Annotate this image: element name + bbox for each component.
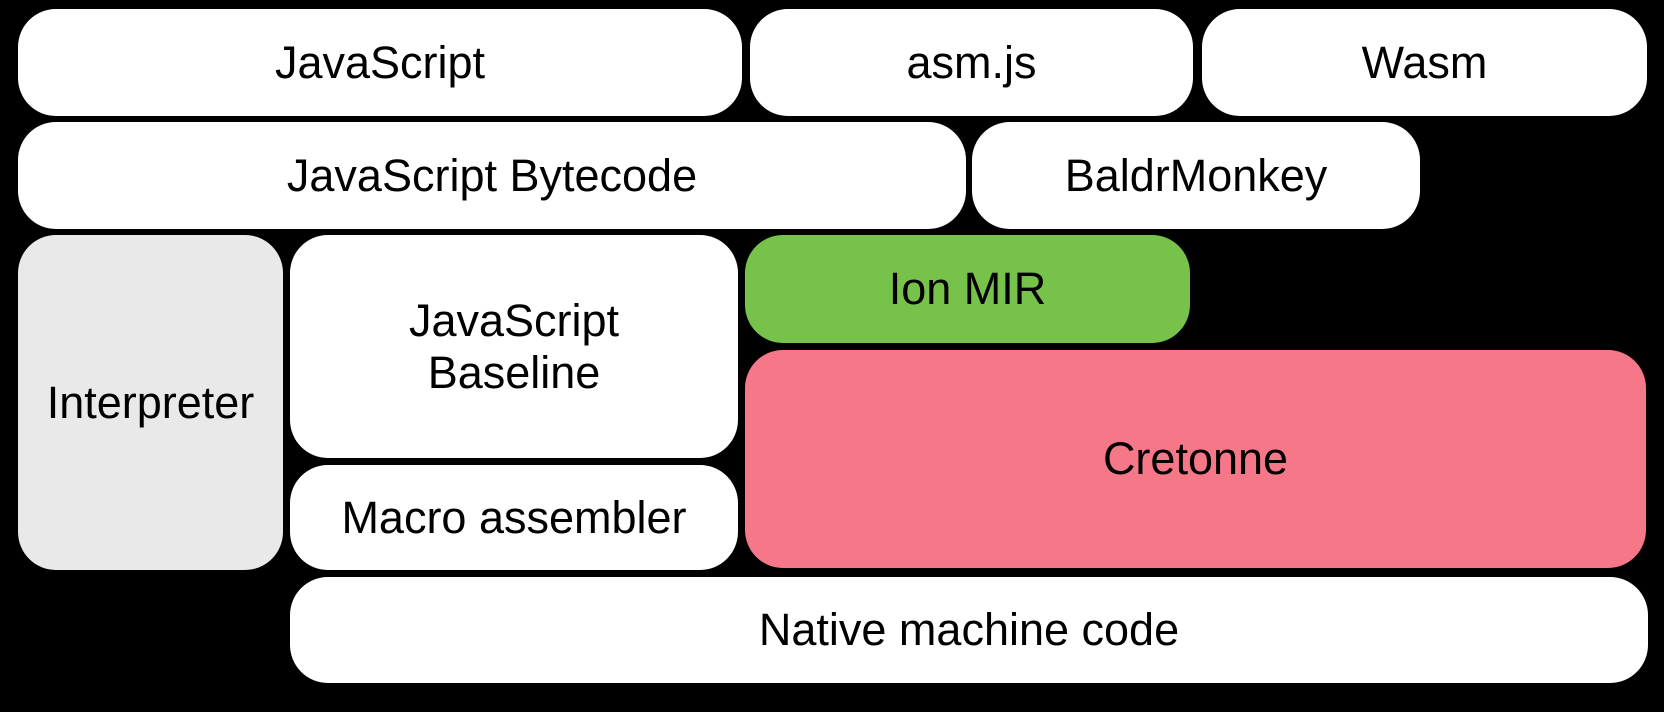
block-label-asm-js: asm.js	[906, 36, 1037, 88]
block-label-cretonne: Cretonne	[1102, 433, 1289, 485]
block-javascript-bytecode: JavaScript Bytecode	[18, 122, 966, 229]
block-ion-mir: Ion MIR	[745, 235, 1190, 343]
block-label-native-machine-code: Native machine code	[758, 604, 1180, 656]
block-label-javascript-baseline: JavaScript Baseline	[408, 294, 620, 398]
block-label-wasm: Wasm	[1361, 36, 1488, 88]
block-native-machine-code: Native machine code	[290, 577, 1648, 683]
block-javascript: JavaScript	[18, 9, 742, 116]
block-cretonne: Cretonne	[745, 350, 1646, 568]
block-label-ion-mir: Ion MIR	[888, 263, 1047, 315]
block-label-javascript-bytecode: JavaScript Bytecode	[286, 149, 698, 201]
block-macro-assembler: Macro assembler	[290, 465, 738, 570]
block-interpreter: Interpreter	[18, 235, 283, 570]
block-asm-js: asm.js	[750, 9, 1193, 116]
block-label-baldrmonkey: BaldrMonkey	[1064, 149, 1328, 201]
block-label-interpreter: Interpreter	[46, 376, 255, 428]
block-wasm: Wasm	[1202, 9, 1647, 116]
block-label-macro-assembler: Macro assembler	[341, 491, 687, 543]
block-javascript-baseline: JavaScript Baseline	[290, 235, 738, 458]
block-label-javascript: JavaScript	[274, 36, 486, 88]
block-baldrmonkey: BaldrMonkey	[972, 122, 1420, 229]
